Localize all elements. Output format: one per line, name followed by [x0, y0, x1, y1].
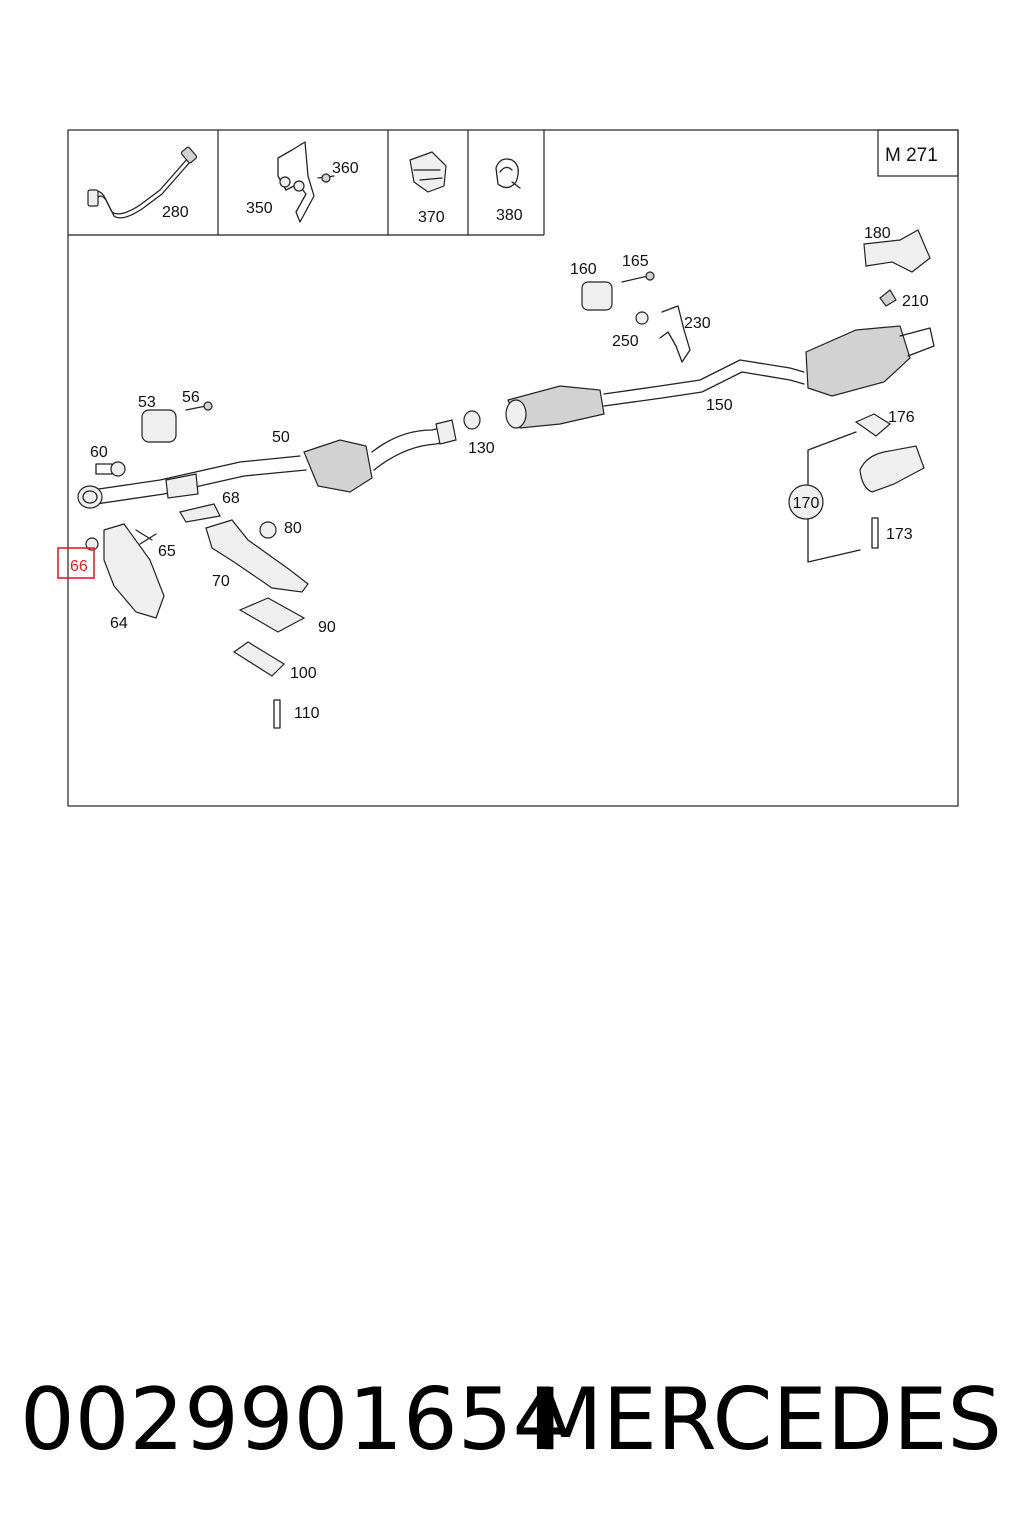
exhaust-pipe-drawing	[77, 325, 935, 509]
label-210: 210	[902, 293, 929, 310]
label-380: 380	[496, 207, 523, 224]
label-100: 100	[290, 665, 317, 682]
label-165: 165	[622, 253, 649, 270]
label-50: 50	[272, 429, 290, 446]
label-150: 150	[706, 397, 733, 414]
bracket-drawing	[277, 141, 335, 223]
label-250: 250	[612, 333, 639, 350]
label-180: 180	[864, 225, 891, 242]
hardware-drawings	[85, 229, 931, 729]
label-370: 370	[418, 209, 445, 226]
label-173: 173	[886, 526, 913, 543]
label-60: 60	[90, 444, 108, 461]
label-280: 280	[162, 204, 189, 221]
label-80: 80	[284, 520, 302, 537]
label-360: 360	[332, 160, 359, 177]
part-number: 0029901654	[20, 1370, 568, 1470]
label-160: 160	[570, 261, 597, 278]
label-68: 68	[222, 490, 240, 507]
model-code: M 271	[885, 145, 938, 166]
label-170: 170	[793, 495, 820, 512]
callout-circle-170	[788, 484, 824, 520]
label-176: 176	[888, 409, 915, 426]
footer: 0029901654 MERCEDES	[0, 1360, 1024, 1480]
label-64: 64	[110, 615, 128, 632]
label-70: 70	[212, 573, 230, 590]
label-110: 110	[294, 705, 320, 722]
label-350: 350	[246, 200, 273, 217]
brand-name: MERCEDES	[528, 1370, 1002, 1470]
clamp-380-drawing	[495, 158, 521, 189]
exhaust-system-diagram: M 271 280 360 350 370 380	[57, 129, 959, 807]
clip-370-drawing	[409, 151, 447, 193]
model-code-box	[877, 129, 959, 177]
label-56: 56	[182, 389, 200, 406]
label-65: 65	[158, 543, 176, 560]
highlight-box-66[interactable]	[57, 547, 95, 579]
diagram-frame	[67, 129, 959, 807]
label-53: 53	[138, 394, 156, 411]
oxygen-sensor-drawing	[87, 146, 198, 219]
label-66[interactable]: 66	[70, 558, 88, 575]
label-230: 230	[684, 315, 711, 332]
label-130: 130	[468, 440, 495, 457]
label-90: 90	[318, 619, 336, 636]
